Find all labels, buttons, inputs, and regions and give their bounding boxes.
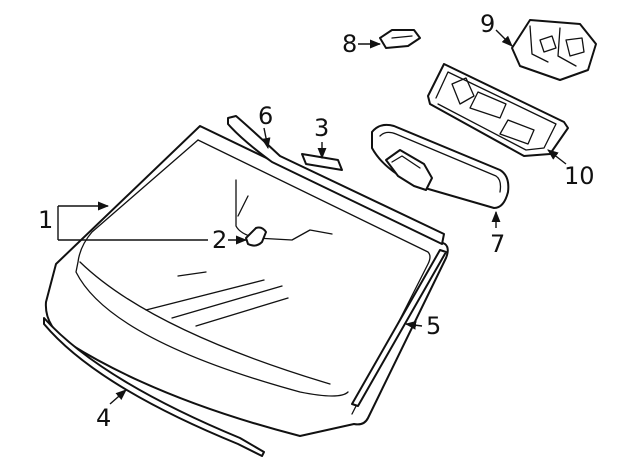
callout-label: 8 bbox=[342, 30, 357, 58]
upper-molding bbox=[227, 115, 445, 245]
overhead-console bbox=[427, 63, 569, 157]
callout-label: 1 bbox=[38, 206, 53, 234]
callout-8: 8 bbox=[342, 30, 382, 58]
callout-9: 9 bbox=[480, 10, 513, 47]
callout-label: 3 bbox=[314, 114, 329, 142]
rain-sensor-pad bbox=[245, 226, 267, 247]
callout-label: 9 bbox=[480, 10, 495, 38]
side-molding bbox=[351, 249, 447, 407]
callout-label: 2 bbox=[212, 226, 227, 254]
callout-2: 2 bbox=[212, 226, 248, 254]
sensor-cover bbox=[379, 29, 421, 49]
callout-3: 3 bbox=[314, 114, 329, 160]
callout-label: 4 bbox=[96, 404, 111, 432]
callout-10: 10 bbox=[547, 149, 595, 190]
callout-7: 7 bbox=[490, 210, 505, 258]
callout-1: 1 bbox=[38, 201, 208, 241]
callout-5: 5 bbox=[404, 312, 441, 340]
lower-molding bbox=[43, 317, 265, 457]
callout-label: 5 bbox=[426, 312, 441, 340]
windshield-glass bbox=[44, 125, 449, 437]
callout-label: 7 bbox=[490, 230, 505, 258]
rear-view-mirror bbox=[371, 123, 510, 209]
callout-label: 6 bbox=[258, 102, 273, 130]
callout-6: 6 bbox=[258, 102, 273, 150]
callout-4: 4 bbox=[96, 389, 127, 432]
module bbox=[511, 19, 597, 81]
callout-label: 10 bbox=[564, 162, 595, 190]
